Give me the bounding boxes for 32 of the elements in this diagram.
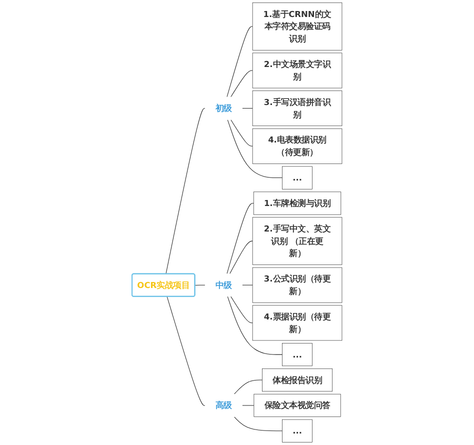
node-box: 1.车牌检测与识别 xyxy=(253,192,342,215)
connector xyxy=(227,296,282,355)
node-box: 体检报告识别 xyxy=(262,368,333,392)
connector xyxy=(242,405,254,406)
connector xyxy=(226,26,253,98)
node-box: 2.中文场景文字识别 xyxy=(252,52,342,88)
node-box: 保险文本视觉问答 xyxy=(254,394,341,417)
connector xyxy=(166,296,206,406)
node-box: ... xyxy=(282,419,312,442)
connector xyxy=(227,119,282,178)
connector xyxy=(234,380,262,394)
node-box: 4.票据识别（待更新） xyxy=(252,305,342,341)
node-box: 4.电表数据识别（待更新） xyxy=(252,128,342,164)
node-box: 3.公式识别（待更新） xyxy=(252,267,342,303)
node-box: 2.手写中文、英文识别 （正在更新） xyxy=(252,217,342,265)
node-box: ... xyxy=(282,343,312,366)
connector xyxy=(242,284,253,286)
connector xyxy=(226,202,254,274)
connector xyxy=(230,70,253,98)
node-text: 初级 xyxy=(215,104,232,114)
node-text: 高级 xyxy=(215,400,232,410)
connector xyxy=(234,416,282,432)
node-box: 3.手写汉语拼音识别 xyxy=(252,90,342,126)
node-text: 中级 xyxy=(215,280,232,290)
connector xyxy=(230,240,253,274)
connector xyxy=(230,119,253,146)
node-box: ... xyxy=(282,166,312,190)
connector xyxy=(194,284,206,286)
connector xyxy=(242,108,253,109)
node-box: 1.基于CRNN的文本字符交易验证码识别 xyxy=(252,2,342,50)
connector xyxy=(230,296,253,324)
connector xyxy=(166,108,206,274)
